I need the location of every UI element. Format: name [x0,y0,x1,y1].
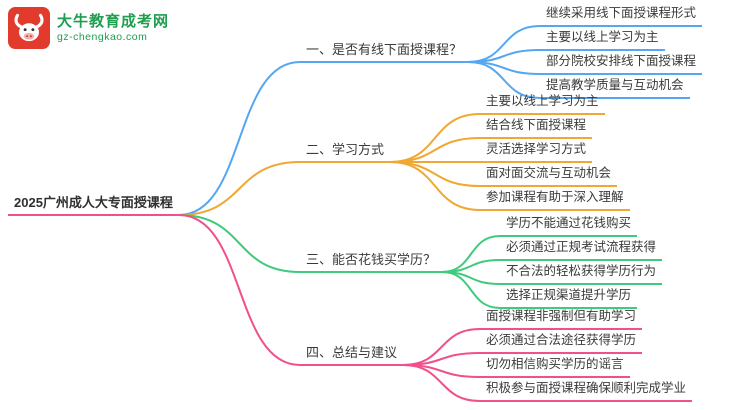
mindmap-leaf-1-2: 主要以线上学习为主 [540,28,665,51]
mindmap-leaf-4-2: 必须通过合法途径获得学历 [480,331,643,354]
mindmap-leaf-1-4: 提高教学质量与互动机会 [540,76,690,99]
mindmap-leaf-4-4: 积极参与面授课程确保顺利完成学业 [480,379,693,402]
mindmap-branch-3: 三、能否花钱买学历？ [300,250,443,273]
mindmap-leaf-4-3: 切勿相信购买学历的谣言 [480,355,630,378]
connector [389,113,481,163]
connector [178,61,301,216]
mindmap-branch-4: 四、总结与建议 [300,343,404,366]
connector [178,214,301,366]
bull-icon [8,7,50,49]
mindmap-leaf-4-1: 面授课程非强制但有助学习 [480,307,643,330]
connector [441,271,501,309]
mindmap-leaf-2-4: 面对面交流与互动机会 [480,164,618,187]
mindmap-branch-1: 一、是否有线下面授课程？ [300,40,469,63]
logo-title: 大牛教育成考网 [57,13,170,30]
logo-domain: gz-chengkao.com [57,31,148,43]
mindmap-leaf-3-1: 学历不能通过花钱购买 [500,214,638,237]
mindmap-leaf-2-2: 结合线下面授课程 [480,116,593,139]
mindmap-leaf-1-3: 部分院校安排线下面授课程 [540,52,703,75]
mindmap-leaf-3-2: 必须通过正规考试流程获得 [500,238,663,261]
connector [178,214,301,273]
connector [467,61,541,99]
connector [178,161,301,216]
mindmap-leaf-3-3: 不合法的轻松获得学历行为 [500,262,663,285]
logo-text: 大牛教育成考网 gz-chengkao.com [57,12,169,44]
mindmap-leaf-2-1: 主要以线上学习为主 [480,92,605,115]
mindmap-leaf-2-3: 灵活选择学习方式 [480,140,593,163]
mindmap-leaf-2-5: 参加课程有助于深入理解 [480,188,630,211]
mindmap-leaf-1-1: 继续采用线下面授课程形式 [540,4,703,27]
mindmap-branch-2: 二、学习方式 [300,140,391,163]
mindmap-leaf-3-4: 选择正规渠道提升学历 [500,286,638,309]
connector [389,161,481,211]
mindmap-root: 2025广州成人大专面授课程 [8,193,179,216]
site-logo: 大牛教育成考网 gz-chengkao.com [8,7,169,49]
connector [402,364,481,402]
